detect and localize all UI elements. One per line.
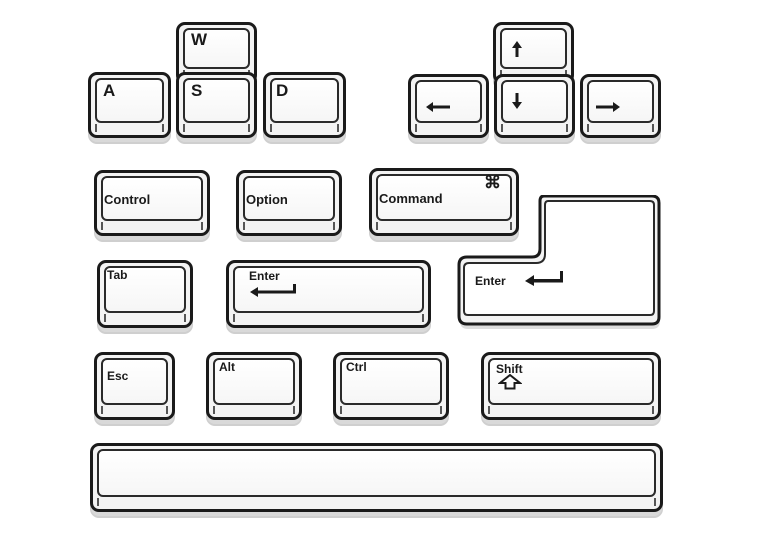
- enter-arrow-icon: [525, 271, 563, 286]
- key-s-label: S: [191, 81, 203, 100]
- key-shift-label: Shift: [496, 362, 523, 376]
- key-arrow-right: [580, 74, 661, 138]
- key-enter-tall-label: Enter: [475, 274, 506, 288]
- key-tab: Tab: [97, 260, 193, 328]
- shift-arrow-icon: [498, 374, 522, 390]
- key-control: Control: [94, 170, 210, 236]
- key-ctrl-label: Ctrl: [346, 360, 367, 374]
- command-symbol-icon: ⌘: [484, 173, 501, 192]
- key-option: Option: [236, 170, 342, 236]
- enter-arrow-icon: [250, 284, 296, 297]
- key-enter-wide: Enter: [226, 260, 431, 328]
- key-spacebar: [90, 443, 663, 512]
- key-command: Command ⌘: [369, 168, 519, 236]
- arrow-right-icon: [596, 102, 620, 112]
- key-s: S: [176, 72, 257, 138]
- key-ctrl: Ctrl: [333, 352, 449, 420]
- key-command-label: Command: [379, 191, 443, 206]
- key-tab-label: Tab: [107, 268, 128, 282]
- key-w-label: W: [191, 30, 208, 49]
- key-arrow-up: [493, 22, 574, 84]
- arrow-down-icon: [512, 93, 522, 109]
- key-esc-label: Esc: [107, 369, 129, 383]
- key-a-label: A: [103, 81, 116, 100]
- arrow-up-icon: [512, 41, 522, 57]
- key-option-label: Option: [246, 192, 288, 207]
- key-shift: Shift: [481, 352, 661, 420]
- arrow-left-icon: [426, 102, 450, 112]
- key-esc: Esc: [94, 352, 175, 420]
- key-control-label: Control: [104, 192, 151, 207]
- key-enter-tall: [457, 195, 661, 329]
- key-d: D: [263, 72, 346, 138]
- key-alt: Alt: [206, 352, 302, 420]
- key-d-label: D: [276, 81, 289, 100]
- key-a: A: [88, 72, 171, 138]
- key-arrow-left: [408, 74, 489, 138]
- key-enter-wide-label: Enter: [249, 269, 280, 283]
- key-alt-label: Alt: [219, 360, 235, 374]
- key-arrow-down: [494, 74, 575, 138]
